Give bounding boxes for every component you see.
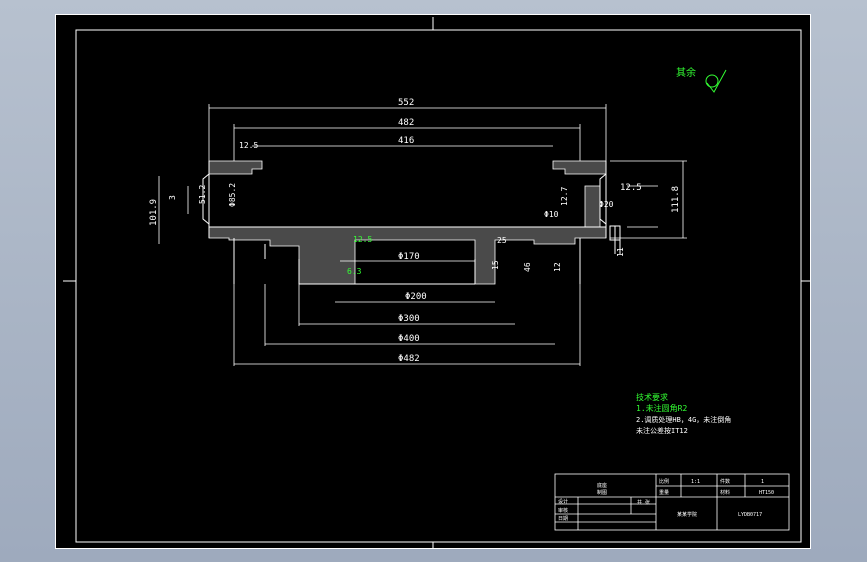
inner-frame — [75, 29, 802, 543]
drawing-sheet: 其余 — [55, 14, 811, 549]
dim-111-8: 111.8 — [671, 186, 681, 213]
dim-20: Φ20 — [599, 200, 614, 209]
section-hatch — [208, 160, 607, 285]
dim-300: Φ300 — [398, 314, 420, 324]
dim-552: 552 — [398, 98, 414, 108]
dimension-lines — [158, 104, 687, 366]
rough-12-5: 12.5 — [353, 235, 372, 244]
title-block — [554, 473, 790, 531]
drawing-code: LYDB0717 — [738, 512, 762, 518]
dim-482b: Φ482 — [398, 354, 420, 364]
dim-11: 11 — [616, 247, 625, 257]
dim-51-2: 51.2 — [198, 185, 207, 204]
dim-170: Φ170 — [398, 252, 420, 262]
title-block-text: 底座 制图 比例 1:1 件数 1 重量 材料 HT150 设计 审核 日期 共… — [558, 478, 774, 522]
part-outline — [202, 161, 607, 285]
roughness-label: 其余 — [676, 66, 696, 79]
school-name: 某某学院 — [677, 511, 697, 518]
dim-482: 482 — [398, 118, 414, 128]
roughness-symbol — [705, 74, 719, 88]
outer-frame — [55, 14, 811, 549]
dim-200: Φ200 — [405, 292, 427, 302]
label-count: 件数 — [720, 478, 730, 485]
notes-line3: 未注公差按IT12 — [636, 426, 688, 435]
label-material: 材料 — [720, 489, 730, 496]
dim-12-5-right: 12.5 — [620, 183, 642, 193]
drawn-label: 设计 — [558, 498, 568, 505]
checked-label: 审核 — [558, 507, 568, 514]
roughness-check — [706, 69, 727, 93]
scale-value: 1:1 — [691, 479, 700, 485]
technical-notes: 技术要求 1.未注圆角R2 2.调质处理HB，4G，未注倒角 未注公差按IT12 — [636, 392, 731, 435]
sheet-label: 共 张 — [637, 499, 650, 506]
dim-12-5: 12.5 — [239, 141, 258, 150]
dim-25: 25 — [497, 236, 507, 245]
notes-line2: 2.调质处理HB，4G，未注倒角 — [636, 415, 731, 424]
side-detail — [609, 225, 621, 254]
dim-400: Φ400 — [398, 334, 420, 344]
dim-3: 3 — [168, 195, 177, 200]
rough-6-3: 6.3 — [347, 267, 362, 276]
notes-title: 技术要求 — [636, 392, 668, 402]
dim-12b: 12 — [553, 262, 562, 272]
dim-416: 416 — [398, 136, 414, 146]
dimension-texts: 552 482 416 12.5 101.9 3 51.2 Φ85.2 12.7… — [149, 98, 681, 364]
dim-15: 15 — [491, 260, 500, 270]
label-scale: 比例 — [659, 478, 669, 485]
dim-85-2: Φ85.2 — [228, 183, 237, 207]
part-name: 底座 — [597, 482, 607, 489]
material-value: HT150 — [759, 490, 774, 496]
dim-46: 46 — [523, 262, 532, 272]
date-label: 日期 — [558, 516, 568, 522]
org-label: 制图 — [597, 489, 607, 496]
dim-101-9: 101.9 — [149, 199, 159, 226]
notes-line1: 1.未注圆角R2 — [636, 403, 687, 413]
dim-10: Φ10 — [544, 210, 559, 219]
label-weight: 重量 — [659, 489, 669, 496]
engineering-drawing: 其余 — [55, 14, 811, 549]
count-value: 1 — [761, 479, 764, 485]
dim-12-7: 12.7 — [560, 187, 569, 206]
